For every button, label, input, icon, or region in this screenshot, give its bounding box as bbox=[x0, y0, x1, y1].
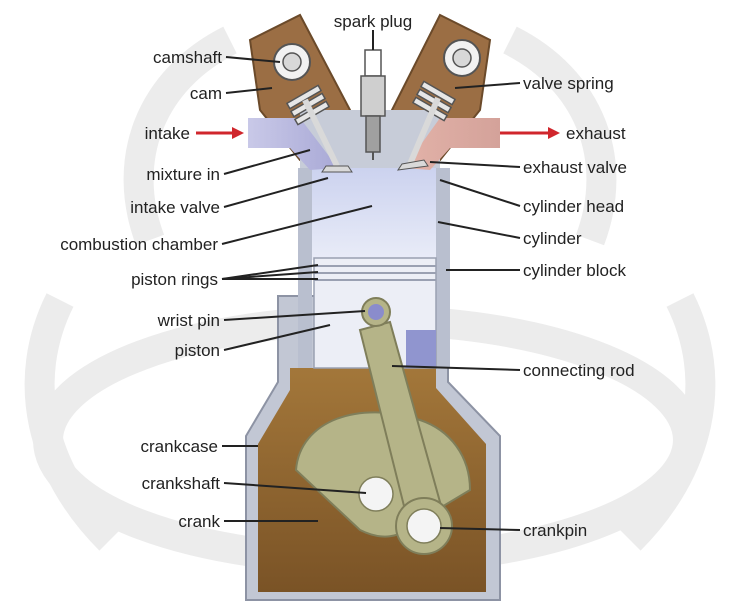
piston-lower-shade bbox=[406, 330, 436, 368]
label-connecting-rod: connecting rod bbox=[523, 361, 635, 380]
label-crankshaft: crankshaft bbox=[142, 474, 221, 493]
label-wrist-pin: wrist pin bbox=[157, 311, 220, 330]
label-exhaust-valve: exhaust valve bbox=[523, 158, 627, 177]
label-mixture-in: mixture in bbox=[146, 165, 220, 184]
label-crank: crank bbox=[178, 512, 220, 531]
label-cylinder-head: cylinder head bbox=[523, 197, 624, 216]
label-crankpin: crankpin bbox=[523, 521, 587, 540]
label-cylinder: cylinder bbox=[523, 229, 582, 248]
label-piston: piston bbox=[175, 341, 220, 360]
label-combustion-chamber: combustion chamber bbox=[60, 235, 218, 254]
combustion-chamber-space bbox=[312, 160, 436, 260]
camshaft-left-core bbox=[283, 53, 301, 71]
crankshaft-journal bbox=[359, 477, 393, 511]
intake-valve-head bbox=[322, 166, 352, 172]
crankpin-hole bbox=[407, 509, 441, 543]
camshaft-right-core bbox=[453, 49, 471, 67]
label-cam: cam bbox=[190, 84, 222, 103]
label-piston-rings: piston rings bbox=[131, 270, 218, 289]
label-cylinder-block: cylinder block bbox=[523, 261, 626, 280]
wrist-pin-hole bbox=[368, 304, 384, 320]
label-crankcase: crankcase bbox=[141, 437, 218, 456]
cylinder-wall-right bbox=[436, 168, 450, 368]
exhaust-arrow bbox=[500, 127, 560, 139]
intake-arrow bbox=[196, 127, 244, 139]
label-camshaft: camshaft bbox=[153, 48, 222, 67]
label-valve-spring: valve spring bbox=[523, 74, 614, 93]
label-intake: intake bbox=[145, 124, 190, 143]
label-exhaust: exhaust bbox=[566, 124, 626, 143]
label-spark-plug: spark plug bbox=[334, 12, 412, 31]
label-intake-valve: intake valve bbox=[130, 198, 220, 217]
